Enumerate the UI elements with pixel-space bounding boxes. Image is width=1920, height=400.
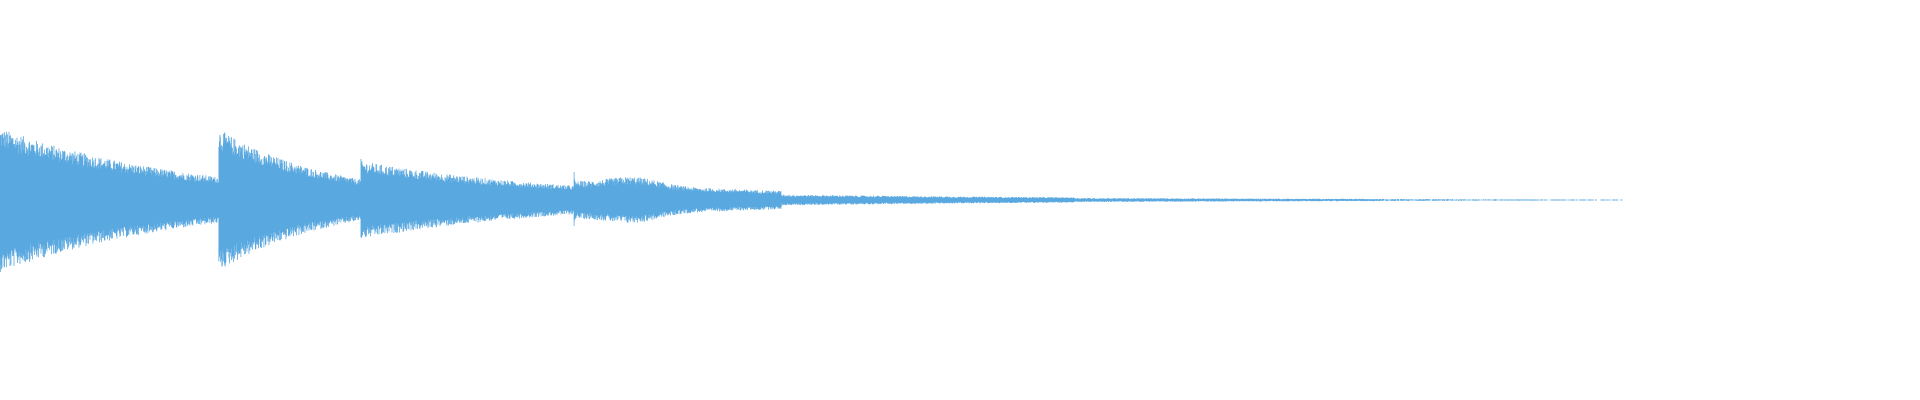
waveform-path xyxy=(0,131,1623,272)
waveform-samples xyxy=(0,131,1623,272)
